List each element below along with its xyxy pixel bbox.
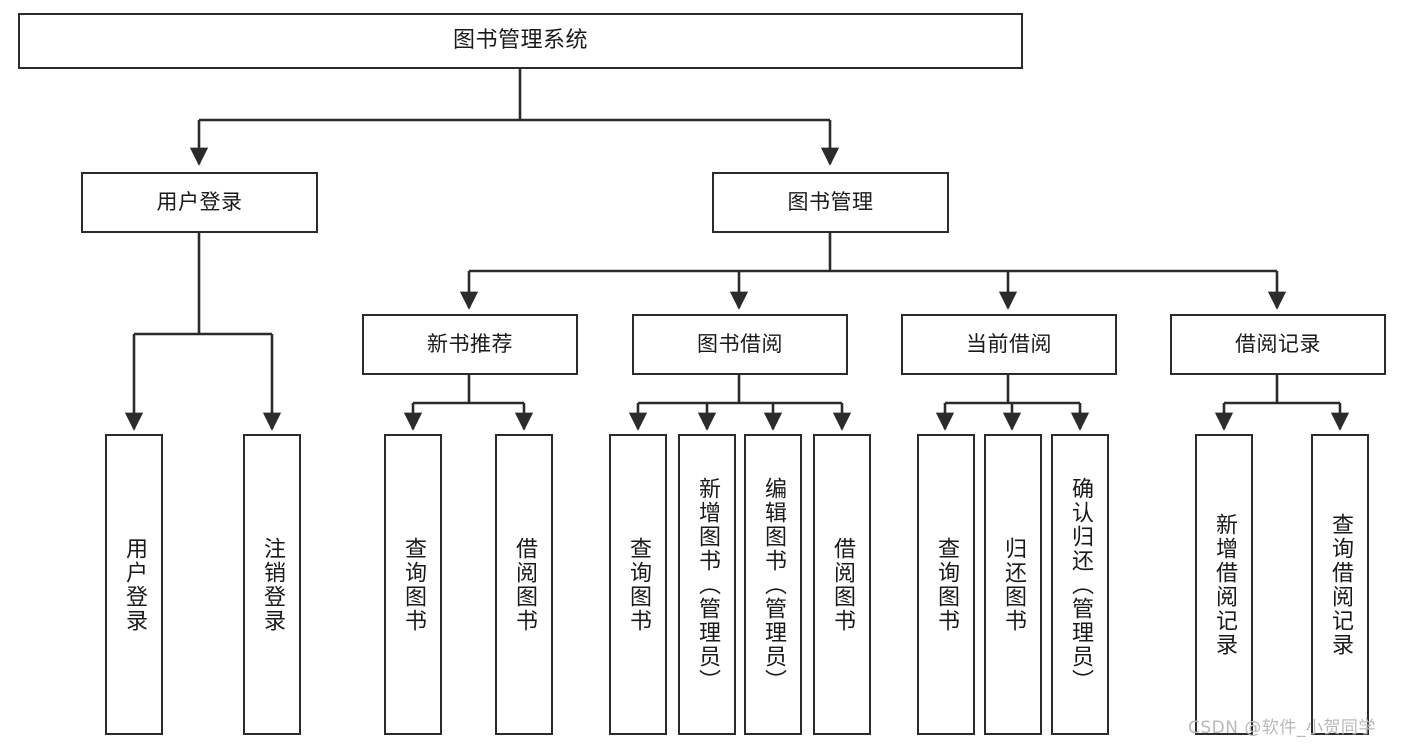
node-label: 查询图书 [625, 536, 651, 633]
node-label: 查询图书 [400, 536, 426, 633]
node-root-system[interactable]: 图书管理系统 [18, 13, 1023, 69]
node-label: 借阅记录 [1235, 331, 1321, 356]
node-label: 图书管理 [787, 189, 874, 214]
leaf-borrow-query-book[interactable]: 查询图书 [609, 434, 667, 735]
leaf-current-confirm-return[interactable]: 确认归还（管理员） [1051, 434, 1109, 735]
node-label: 图书借阅 [697, 331, 783, 356]
watermark-text: CSDN @软件_小贺同学 [1188, 718, 1376, 738]
leaf-borrow-edit-book[interactable]: 编辑图书（管理员） [744, 434, 802, 735]
leaf-new-book-borrow[interactable]: 借阅图书 [495, 434, 553, 735]
leaf-record-add-record[interactable]: 新增借阅记录 [1195, 434, 1253, 735]
node-label: 新增借阅记录 [1211, 512, 1237, 657]
node-label: 确认归还（管理员） [1067, 476, 1093, 693]
node-current-borrow[interactable]: 当前借阅 [901, 314, 1117, 375]
node-label: 查询借阅记录 [1327, 512, 1353, 657]
leaf-user-login-login[interactable]: 用户登录 [105, 434, 163, 735]
node-book-management[interactable]: 图书管理 [712, 172, 949, 233]
node-label: 用户登录 [121, 536, 147, 633]
node-label: 新增图书（管理员） [694, 476, 720, 693]
node-label: 借阅图书 [511, 536, 537, 633]
node-label: 新书推荐 [427, 331, 513, 356]
node-label: 编辑图书（管理员） [760, 476, 786, 693]
leaf-borrow-add-book[interactable]: 新增图书（管理员） [678, 434, 736, 735]
leaf-current-query-book[interactable]: 查询图书 [917, 434, 975, 735]
leaf-user-login-logout[interactable]: 注销登录 [243, 434, 301, 735]
leaf-record-query-record[interactable]: 查询借阅记录 [1311, 434, 1369, 735]
node-book-borrow[interactable]: 图书借阅 [632, 314, 848, 375]
node-label: 查询图书 [933, 536, 959, 633]
node-new-book-recommend[interactable]: 新书推荐 [362, 314, 578, 375]
node-label: 图书管理系统 [452, 27, 588, 53]
node-borrow-record[interactable]: 借阅记录 [1170, 314, 1386, 375]
leaf-current-return-book[interactable]: 归还图书 [984, 434, 1042, 735]
node-label: 用户登录 [156, 189, 243, 214]
node-user-login[interactable]: 用户登录 [81, 172, 318, 233]
node-label: 当前借阅 [966, 331, 1052, 356]
leaf-new-book-query[interactable]: 查询图书 [384, 434, 442, 735]
leaf-borrow-borrow-book[interactable]: 借阅图书 [813, 434, 871, 735]
node-label: 归还图书 [1000, 536, 1026, 633]
node-label: 借阅图书 [829, 536, 855, 633]
node-label: 注销登录 [259, 536, 285, 633]
